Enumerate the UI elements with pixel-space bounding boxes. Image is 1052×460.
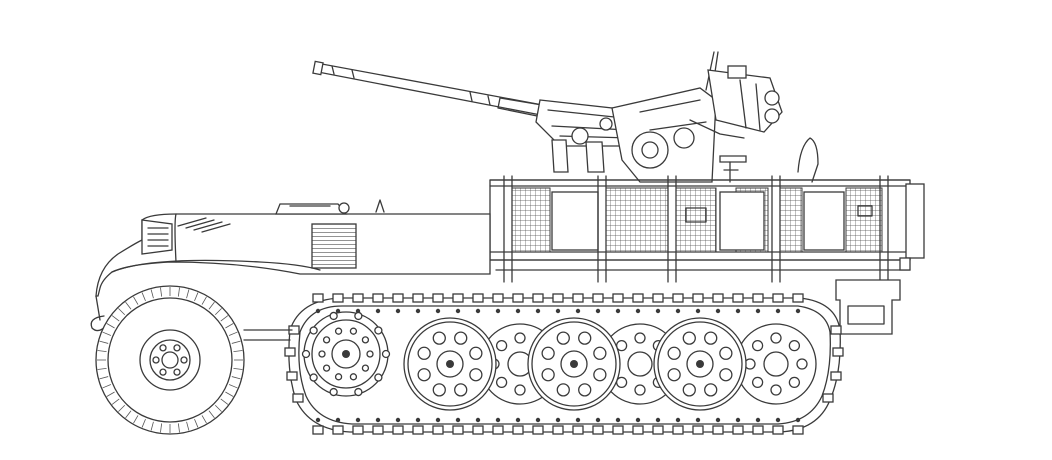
gun-breech [535, 99, 637, 173]
cargo-bed [489, 175, 925, 335]
drive-sprocket [301, 311, 391, 397]
gun-barrel [312, 60, 549, 119]
track-assembly [284, 293, 844, 435]
gun-mount [611, 51, 783, 183]
front-wheel [95, 285, 293, 435]
engine-hood [90, 199, 491, 332]
anti-aircraft-gun [312, 51, 819, 183]
rear-seat-back [797, 137, 819, 183]
road-wheels [403, 317, 817, 411]
